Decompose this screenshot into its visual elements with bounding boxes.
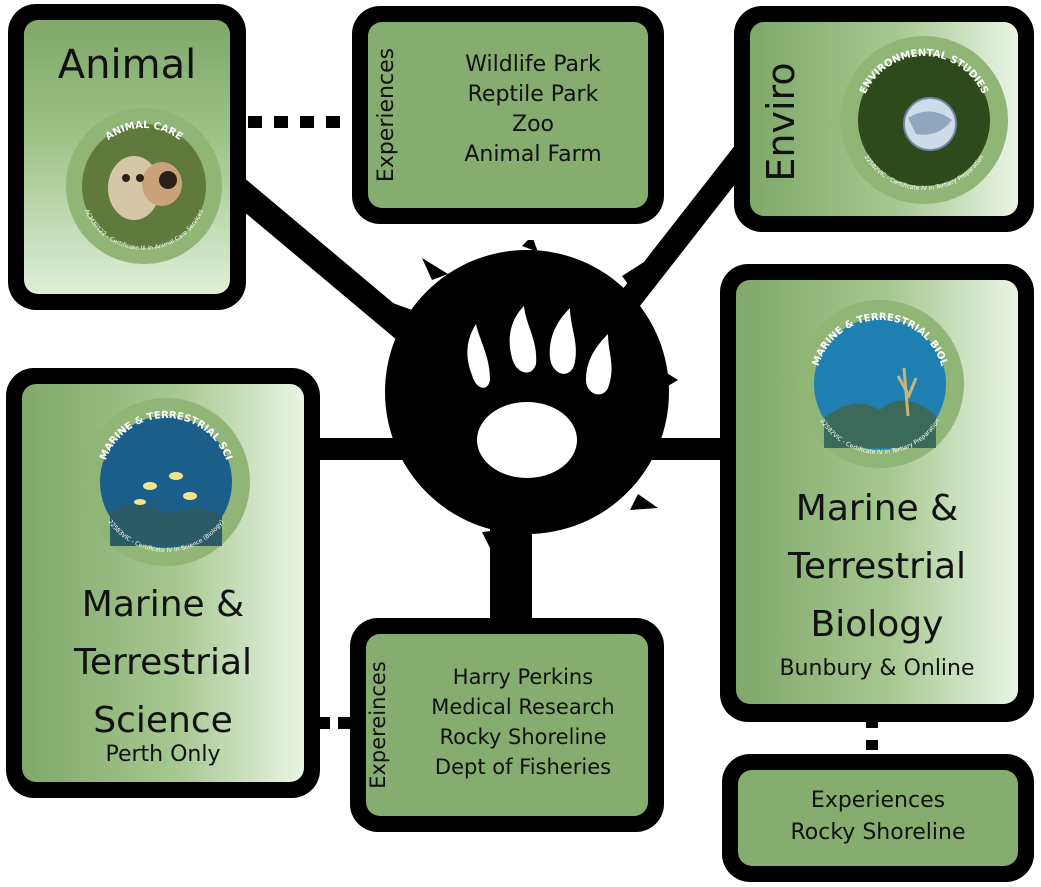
animal-card: Animal ANIMAL CARE ACM30122 - Certificat… [8, 4, 246, 310]
marine-science-experiences-card: Expereinces Harry Perkins Medical Resear… [350, 618, 664, 832]
marine-biology-card: MARINE & TERRESTRIAL BIOL 22582VIC - Cer… [720, 264, 1034, 722]
experience-item: Animal Farm [464, 142, 602, 167]
marine-science-title: Marine & Terrestrial Science [22, 576, 304, 750]
marine-biology-location: Bunbury & Online [779, 656, 975, 681]
environmental-studies-badge: ENVIRONMENTAL STUDIES 22582VIC - Certifi… [838, 34, 1010, 206]
animal-experiences-panel: Experiences Wildlife Park Reptile Park Z… [368, 22, 648, 208]
animal-care-badge: ANIMAL CARE ACM30122 - Certificate III i… [64, 106, 224, 266]
marine-science-panel: MARINE & TERRESTRIAL SCI 22583VIC - Cert… [22, 384, 304, 782]
dotted-connector-marine-biology [866, 740, 878, 750]
animal-experiences-list: Wildlife Park Reptile Park Zoo Animal Fa… [418, 50, 648, 170]
experience-item: Medical Research [431, 695, 615, 719]
marine-biology-experiences-panel: Experiences Rocky Shoreline [738, 770, 1018, 866]
title-line: Biology [810, 604, 944, 645]
dotted-connector-animal [248, 116, 262, 128]
title-line: Marine & [81, 584, 245, 625]
marine-biology-experiences-heading: Experiences [810, 788, 946, 813]
experience-item: Rocky Shoreline [439, 725, 607, 749]
title-line: Terrestrial [787, 546, 967, 587]
marine-science-location: Perth Only [105, 742, 221, 767]
marine-biology-experiences-card: Experiences Rocky Shoreline [722, 754, 1034, 882]
marine-science-badge: MARINE & TERRESTRIAL SCI 22583VIC - Cert… [80, 396, 252, 568]
marine-biology-panel: MARINE & TERRESTRIAL BIOL 22582VIC - Cer… [736, 280, 1018, 704]
title-line: Science [93, 700, 233, 741]
marine-science-experiences-list: Harry Perkins Medical Research Rocky Sho… [398, 662, 648, 782]
marine-biology-title: Marine & Terrestrial Biology [736, 480, 1018, 654]
animal-title: Animal [57, 42, 197, 88]
experience-item: Zoo [512, 112, 554, 137]
marine-science-card: MARINE & TERRESTRIAL SCI 22583VIC - Cert… [6, 368, 320, 798]
experience-item: Dept of Fisheries [434, 755, 612, 779]
paw-logo [372, 236, 682, 550]
dotted-connector-marine-science [338, 717, 350, 729]
dotted-connector-animal [300, 116, 314, 128]
enviro-title: Enviro [759, 62, 803, 182]
experience-item: Reptile Park [467, 82, 599, 107]
dotted-connector-marine-biology [866, 718, 878, 728]
title-line: Terrestrial [73, 642, 253, 683]
animal-panel: Animal ANIMAL CARE ACM30122 - Certificat… [24, 20, 230, 294]
animal-experiences-heading: Experiences [374, 47, 399, 183]
marine-biology-badge: MARINE & TERRESTRIAL BIOL 22582VIC - Cer… [794, 298, 966, 470]
enviro-panel: Enviro ENVIRONMENTAL STUDIES 22582VIC - … [750, 22, 1018, 216]
marine-science-experiences-panel: Expereinces Harry Perkins Medical Resear… [366, 634, 648, 816]
enviro-card: Enviro ENVIRONMENTAL STUDIES 22582VIC - … [734, 6, 1034, 232]
title-line: Marine & [795, 488, 959, 529]
experience-item: Rocky Shoreline [790, 820, 966, 845]
dotted-connector-animal [326, 116, 340, 128]
paw-icon [467, 306, 612, 478]
dotted-connector-animal [274, 116, 288, 128]
dotted-connector-marine-science [318, 717, 330, 729]
connector-marine-biology [640, 438, 740, 460]
animal-experiences-card: Experiences Wildlife Park Reptile Park Z… [352, 6, 664, 224]
marine-science-experiences-heading: Expereinces [366, 661, 390, 789]
experience-item: Wildlife Park [465, 52, 601, 77]
experience-item: Harry Perkins [452, 665, 594, 689]
